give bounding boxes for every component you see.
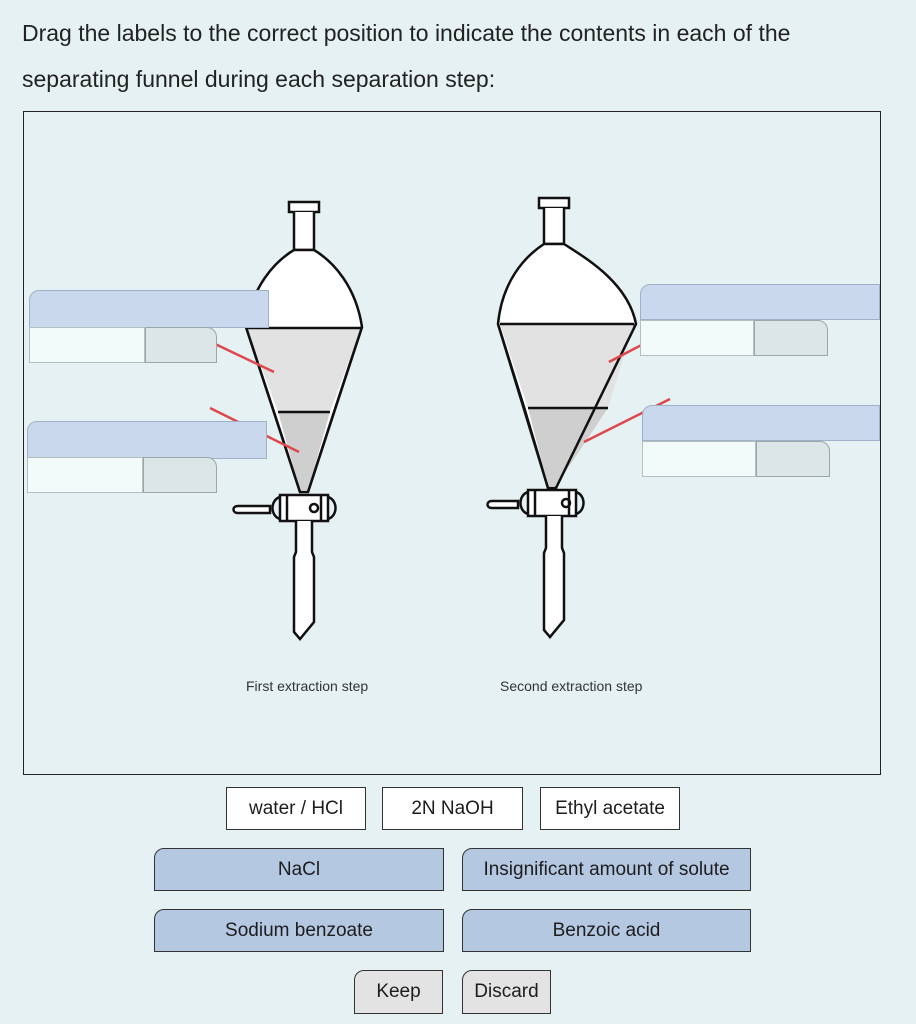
drop-zone-second-top-action[interactable] [754, 320, 828, 356]
drop-zone-first-bottom-contents [27, 457, 217, 493]
drop-zone-second-bottom-contents [642, 441, 830, 477]
separating-funnels-illustration [209, 196, 671, 641]
drop-zone-second-top-solvent[interactable] [640, 284, 880, 320]
first-funnel [232, 200, 364, 641]
drop-zone-second-top-solute[interactable] [640, 320, 754, 356]
drop-zone-first-top-solvent[interactable] [29, 290, 269, 328]
drop-zone-second-bottom-solvent[interactable] [642, 405, 880, 441]
drop-zone-first-top-contents [29, 327, 217, 363]
drop-zone-first-bottom-solute[interactable] [27, 457, 143, 493]
label-keep[interactable]: Keep [354, 970, 443, 1014]
drop-zone-second-top-contents [640, 320, 828, 356]
drop-zone-first-top-solute[interactable] [29, 327, 145, 363]
drop-zone-second-bottom-action[interactable] [756, 441, 830, 477]
label-2n-naoh[interactable]: 2N NaOH [382, 787, 523, 830]
second-funnel [486, 196, 638, 639]
label-sodium-benzoate[interactable]: Sodium benzoate [154, 909, 444, 952]
drop-zone-first-bottom-action[interactable] [143, 457, 217, 493]
label-insignificant-amount-of-solute[interactable]: Insignificant amount of solute [462, 848, 751, 891]
label-nacl[interactable]: NaCl [154, 848, 444, 891]
label-ethyl-acetate[interactable]: Ethyl acetate [540, 787, 680, 830]
drop-zone-first-top-action[interactable] [145, 327, 217, 363]
diagram-canvas: First extraction step Second extraction … [23, 111, 881, 775]
drop-zone-second-bottom-solute[interactable] [642, 441, 756, 477]
label-discard[interactable]: Discard [462, 970, 551, 1014]
label-water-hcl[interactable]: water / HCl [226, 787, 366, 830]
drop-zone-first-bottom-solvent[interactable] [27, 421, 267, 459]
label-benzoic-acid[interactable]: Benzoic acid [462, 909, 751, 952]
first-step-label: First extraction step [246, 678, 369, 694]
instruction-text: Drag the labels to the correct position … [22, 20, 791, 92]
second-step-label: Second extraction step [500, 678, 643, 694]
